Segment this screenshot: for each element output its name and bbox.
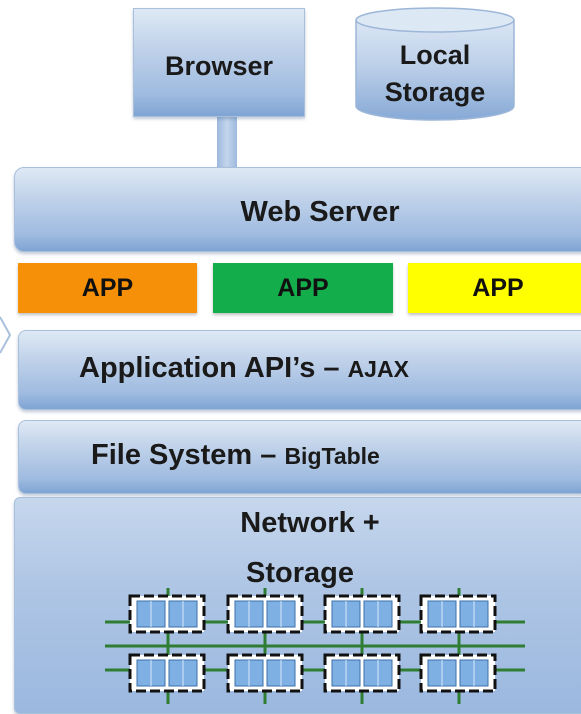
- app-label-1: APP: [81, 273, 134, 302]
- local-storage-label-1: Local: [399, 40, 471, 70]
- app-label-2: APP: [277, 273, 329, 302]
- application-api-sub: AJAX: [347, 356, 409, 382]
- app-block-2: APP: [213, 263, 393, 313]
- browser-box: Browser: [133, 8, 305, 117]
- network-label-1: Network +: [240, 507, 380, 539]
- server-node: [226, 653, 304, 693]
- app-label-3: APP: [472, 273, 524, 302]
- web-server-layer: Web Server: [14, 167, 581, 252]
- app-block-3: APP: [408, 263, 581, 313]
- server-node: [323, 653, 401, 693]
- file-system-label: File System – BigTable: [91, 439, 571, 472]
- server-node: [226, 594, 304, 634]
- server-node: [419, 594, 497, 634]
- server-node: [323, 594, 401, 634]
- local-storage-label-2: Storage: [384, 77, 486, 107]
- network-label-2: Storage: [246, 557, 354, 589]
- application-api-layer: Application API’s – AJAX: [18, 330, 581, 410]
- server-node: [128, 594, 206, 634]
- network-nodes: [128, 594, 497, 693]
- file-system-sub: BigTable: [284, 443, 380, 469]
- left-chevron-icon: [0, 316, 12, 354]
- web-server-label: Web Server: [240, 196, 400, 228]
- file-system-layer: File System – BigTable: [18, 420, 581, 494]
- application-api-label: Application API’s – AJAX: [79, 352, 581, 385]
- server-node: [419, 653, 497, 693]
- server-node: [128, 653, 206, 693]
- local-storage-cylinder: [355, 7, 515, 121]
- browser-label: Browser: [164, 51, 274, 81]
- app-block-1: APP: [18, 263, 197, 313]
- connector-line: [217, 115, 237, 170]
- application-api-main: Application API’s –: [79, 352, 348, 384]
- file-system-main: File System –: [91, 439, 285, 471]
